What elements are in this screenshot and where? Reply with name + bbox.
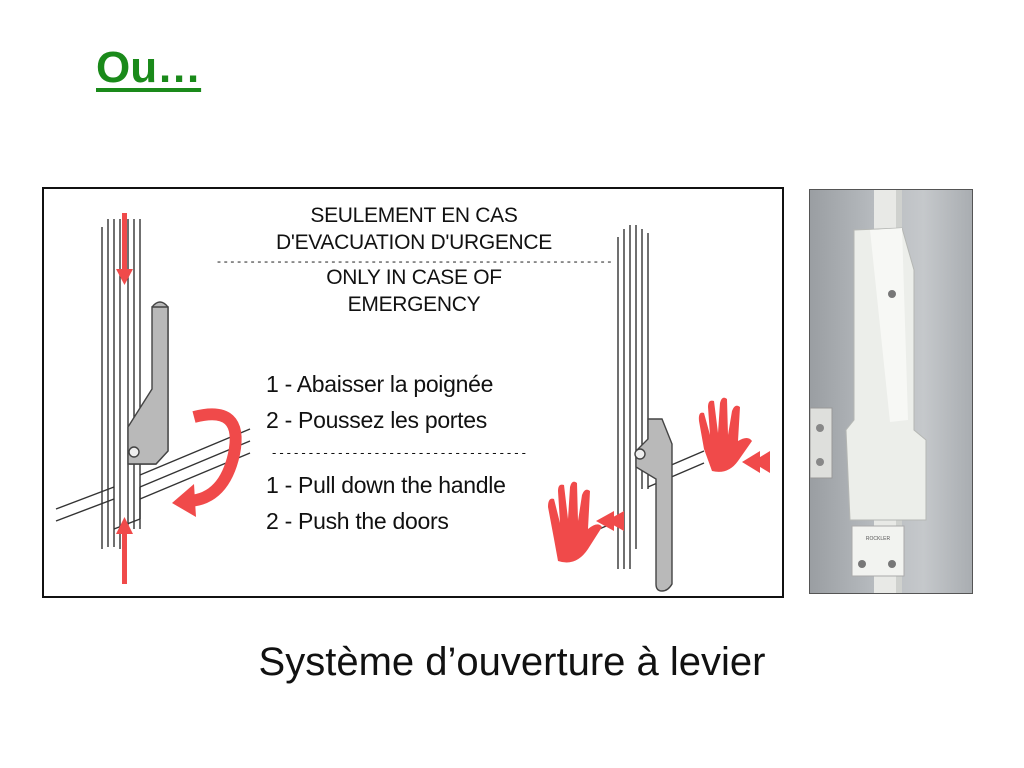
- right-lever-handle: [634, 418, 673, 592]
- heading-en-line-1: ONLY IN CASE OF: [326, 265, 502, 289]
- step-fr-1: 1 - Abaisser la poignée: [266, 371, 494, 397]
- step-en-2: 2 - Push the doors: [266, 507, 449, 534]
- rotation-arrow-head: [172, 484, 196, 517]
- plate-label: ROCKLER: [866, 536, 891, 542]
- step-fr-2: 2 - Poussez les portes: [266, 406, 487, 433]
- left-lever-handle: [127, 301, 169, 465]
- heading-divider: - - - - - - - - - - - - - - - - - - - - …: [216, 256, 612, 265]
- emergency-instruction-diagram: SEULEMENT EN CAS D'EVACUATION D'URGENCE …: [42, 187, 784, 598]
- slide-title: Ou…: [96, 43, 202, 92]
- push-arrows: [596, 451, 770, 531]
- hand-icons: [548, 397, 752, 563]
- heading-fr-line-2: D'EVACUATION D'URGENCE: [276, 230, 552, 254]
- left-red-arrows: [116, 213, 133, 584]
- heading-fr-line-1: SEULEMENT EN CAS: [310, 204, 518, 227]
- diagram-illustration: [55, 213, 770, 592]
- steps-divider: - - - - - - - - - - - - - - - - - - - - …: [272, 445, 527, 461]
- rotation-arrow: [188, 408, 242, 507]
- sign-heading: SEULEMENT EN CAS D'EVACUATION D'URGENCE …: [214, 203, 614, 319]
- instruction-steps: 1 - Abaisser la poignée 2 - Poussez les …: [266, 367, 527, 540]
- step-en-1: 1 - Pull down the handle: [266, 472, 506, 499]
- lever-handle-photo: ROCKLER: [809, 189, 973, 594]
- slide-caption: Système d’ouverture à levier: [258, 640, 766, 684]
- left-door-frame: [55, 219, 251, 549]
- heading-en-line-2: EMERGENCY: [347, 292, 481, 316]
- lever-photo-illustration: ROCKLER: [810, 190, 927, 593]
